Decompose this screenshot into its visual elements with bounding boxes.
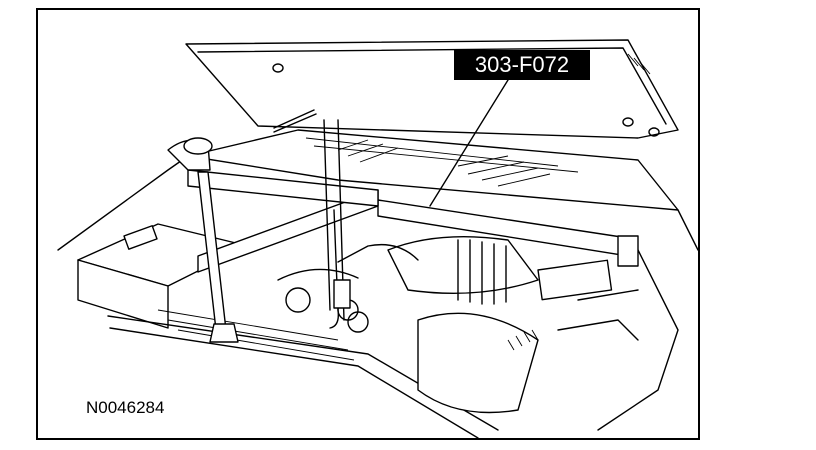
hood-prop-rod — [273, 109, 317, 133]
engine-components — [277, 243, 639, 341]
support-bar-tool — [167, 119, 639, 343]
air-intake — [387, 235, 539, 414]
tool-number-callout: 303-F072 — [454, 50, 590, 80]
figure-id-label: N0046284 — [86, 398, 165, 417]
illustration-frame: 303-F072 N0046284 — [36, 8, 700, 440]
open-hood — [185, 39, 679, 139]
callout-leader-line — [429, 79, 509, 207]
cowl-vent — [187, 129, 679, 211]
engine-bay-illustration — [57, 39, 698, 438]
